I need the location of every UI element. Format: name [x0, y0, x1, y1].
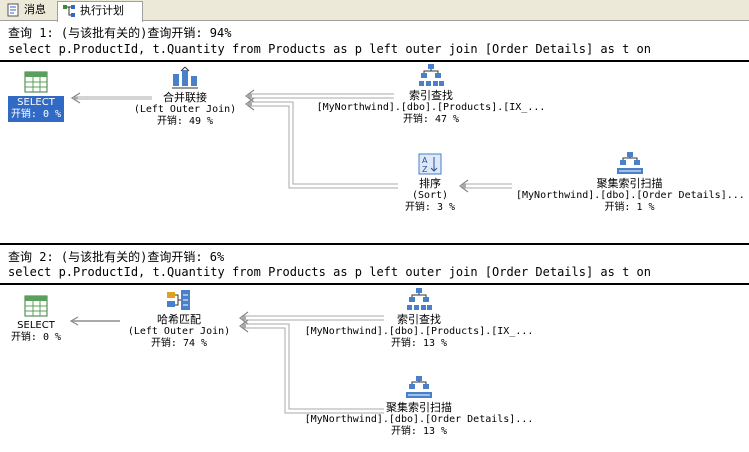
q1-sort-subtitle: (Sort) [411, 190, 449, 201]
q1-index-seek-node[interactable]: 索引查找 [MyNorthwind].[dbo].[Products].[IX_… [306, 62, 556, 126]
q2-select-cost: 开销: 0 % [10, 332, 62, 343]
q1-merge-join-cost: 开销: 49 % [156, 116, 214, 127]
q1-merge-join-subtitle: (Left Outer Join) [133, 104, 237, 115]
q1-sort-node[interactable]: A Z 排序 (Sort) 开销: 3 % [398, 152, 462, 214]
q2-index-seek-object: [MyNorthwind].[dbo].[Products].[IX_... [304, 326, 534, 337]
query-2-separator [0, 283, 749, 285]
merge-join-icon [172, 66, 198, 89]
q1-select-label: SELECT [17, 97, 55, 108]
clustered-index-scan-icon [406, 376, 432, 398]
tab-messages-label: 消息 [24, 3, 46, 16]
q2-index-seek-label: 索引查找 [397, 313, 441, 326]
results-tab-bar: 消息 执行计划 [0, 0, 749, 22]
q2-index-seek-node[interactable]: 索引查找 [MyNorthwind].[dbo].[Products].[IX_… [294, 286, 544, 350]
q2-hash-match-node[interactable]: 哈希匹配 (Left Outer Join) 开销: 74 % [114, 288, 244, 350]
query-1-sql: select p.ProductId, t.Quantity from Prod… [8, 42, 651, 56]
tab-execution-plan-label: 执行计划 [80, 4, 124, 17]
index-seek-icon [419, 64, 444, 86]
q1-select-node[interactable]: SELECT 开销: 0 % [4, 70, 68, 122]
q1-index-seek-cost: 开销: 47 % [402, 114, 460, 125]
query-2-sql: select p.ProductId, t.Quantity from Prod… [8, 265, 651, 279]
q2-clustered-index-scan-label: 聚集索引扫描 [386, 401, 452, 414]
svg-text:Z: Z [422, 165, 428, 174]
q1-index-seek-object: [MyNorthwind].[dbo].[Products].[IX_... [316, 102, 546, 113]
q1-select-selected-label: SELECT 开销: 0 % [7, 96, 65, 122]
arrow-q2-join-to-select [69, 316, 120, 326]
arrow-q1-sort-to-join [245, 97, 398, 189]
q1-clustered-index-scan-label: 聚集索引扫描 [596, 177, 663, 190]
query-1-header: 查询 1: (与该批有关的)查询开销: 94% [8, 26, 232, 39]
messages-icon [7, 3, 19, 17]
q1-sort-cost: 开销: 3 % [404, 202, 456, 213]
query-1-separator [0, 60, 749, 62]
q1-merge-join-node[interactable]: 合并联接 (Left Outer Join) 开销: 49 % [120, 66, 250, 128]
q2-clustered-index-scan-cost: 开销: 13 % [390, 426, 448, 437]
q1-select-cost: 开销: 0 % [10, 109, 62, 120]
q1-sort-label: 排序 [419, 177, 441, 190]
index-seek-icon [407, 288, 432, 310]
clustered-index-scan-icon [616, 152, 643, 174]
arrow-q1-join-to-select [70, 92, 152, 104]
q1-clustered-index-scan-cost: 开销: 1 % [604, 202, 655, 213]
select-icon [24, 71, 48, 93]
q2-select-node[interactable]: SELECT 开销: 0 % [4, 294, 68, 344]
q1-clustered-index-scan-node[interactable]: 聚集索引扫描 [MyNorthwind].[dbo].[Order Detail… [510, 150, 749, 214]
query-divider [0, 243, 749, 245]
q2-clustered-index-scan-node[interactable]: 聚集索引扫描 [MyNorthwind].[dbo].[Order Detail… [294, 374, 544, 438]
tab-messages[interactable]: 消息 [2, 1, 54, 21]
execution-plan-icon [63, 5, 75, 17]
sort-icon: A Z [418, 153, 442, 175]
q2-select-label: SELECT [17, 320, 55, 331]
q1-index-seek-label: 索引查找 [409, 89, 453, 102]
select-icon [24, 295, 48, 317]
q2-hash-match-cost: 开销: 74 % [150, 338, 208, 349]
svg-text:A: A [422, 156, 428, 165]
q2-clustered-index-scan-object: [MyNorthwind].[dbo].[Order Details]... [304, 414, 534, 425]
arrow-q2-scan-to-join [239, 319, 384, 414]
hash-match-icon [167, 290, 190, 310]
query-2-header: 查询 2: (与该批有关的)查询开销: 6% [8, 250, 225, 263]
q1-merge-join-label: 合并联接 [163, 91, 207, 104]
q2-hash-match-label: 哈希匹配 [157, 313, 201, 326]
arrow-q1-scan-to-sort [459, 179, 512, 193]
tab-execution-plan[interactable]: 执行计划 [57, 1, 143, 22]
q2-hash-match-subtitle: (Left Outer Join) [127, 326, 231, 337]
q1-clustered-index-scan-object: [MyNorthwind].[dbo].[Order Details]... [516, 190, 745, 201]
q2-index-seek-cost: 开销: 13 % [390, 338, 448, 349]
